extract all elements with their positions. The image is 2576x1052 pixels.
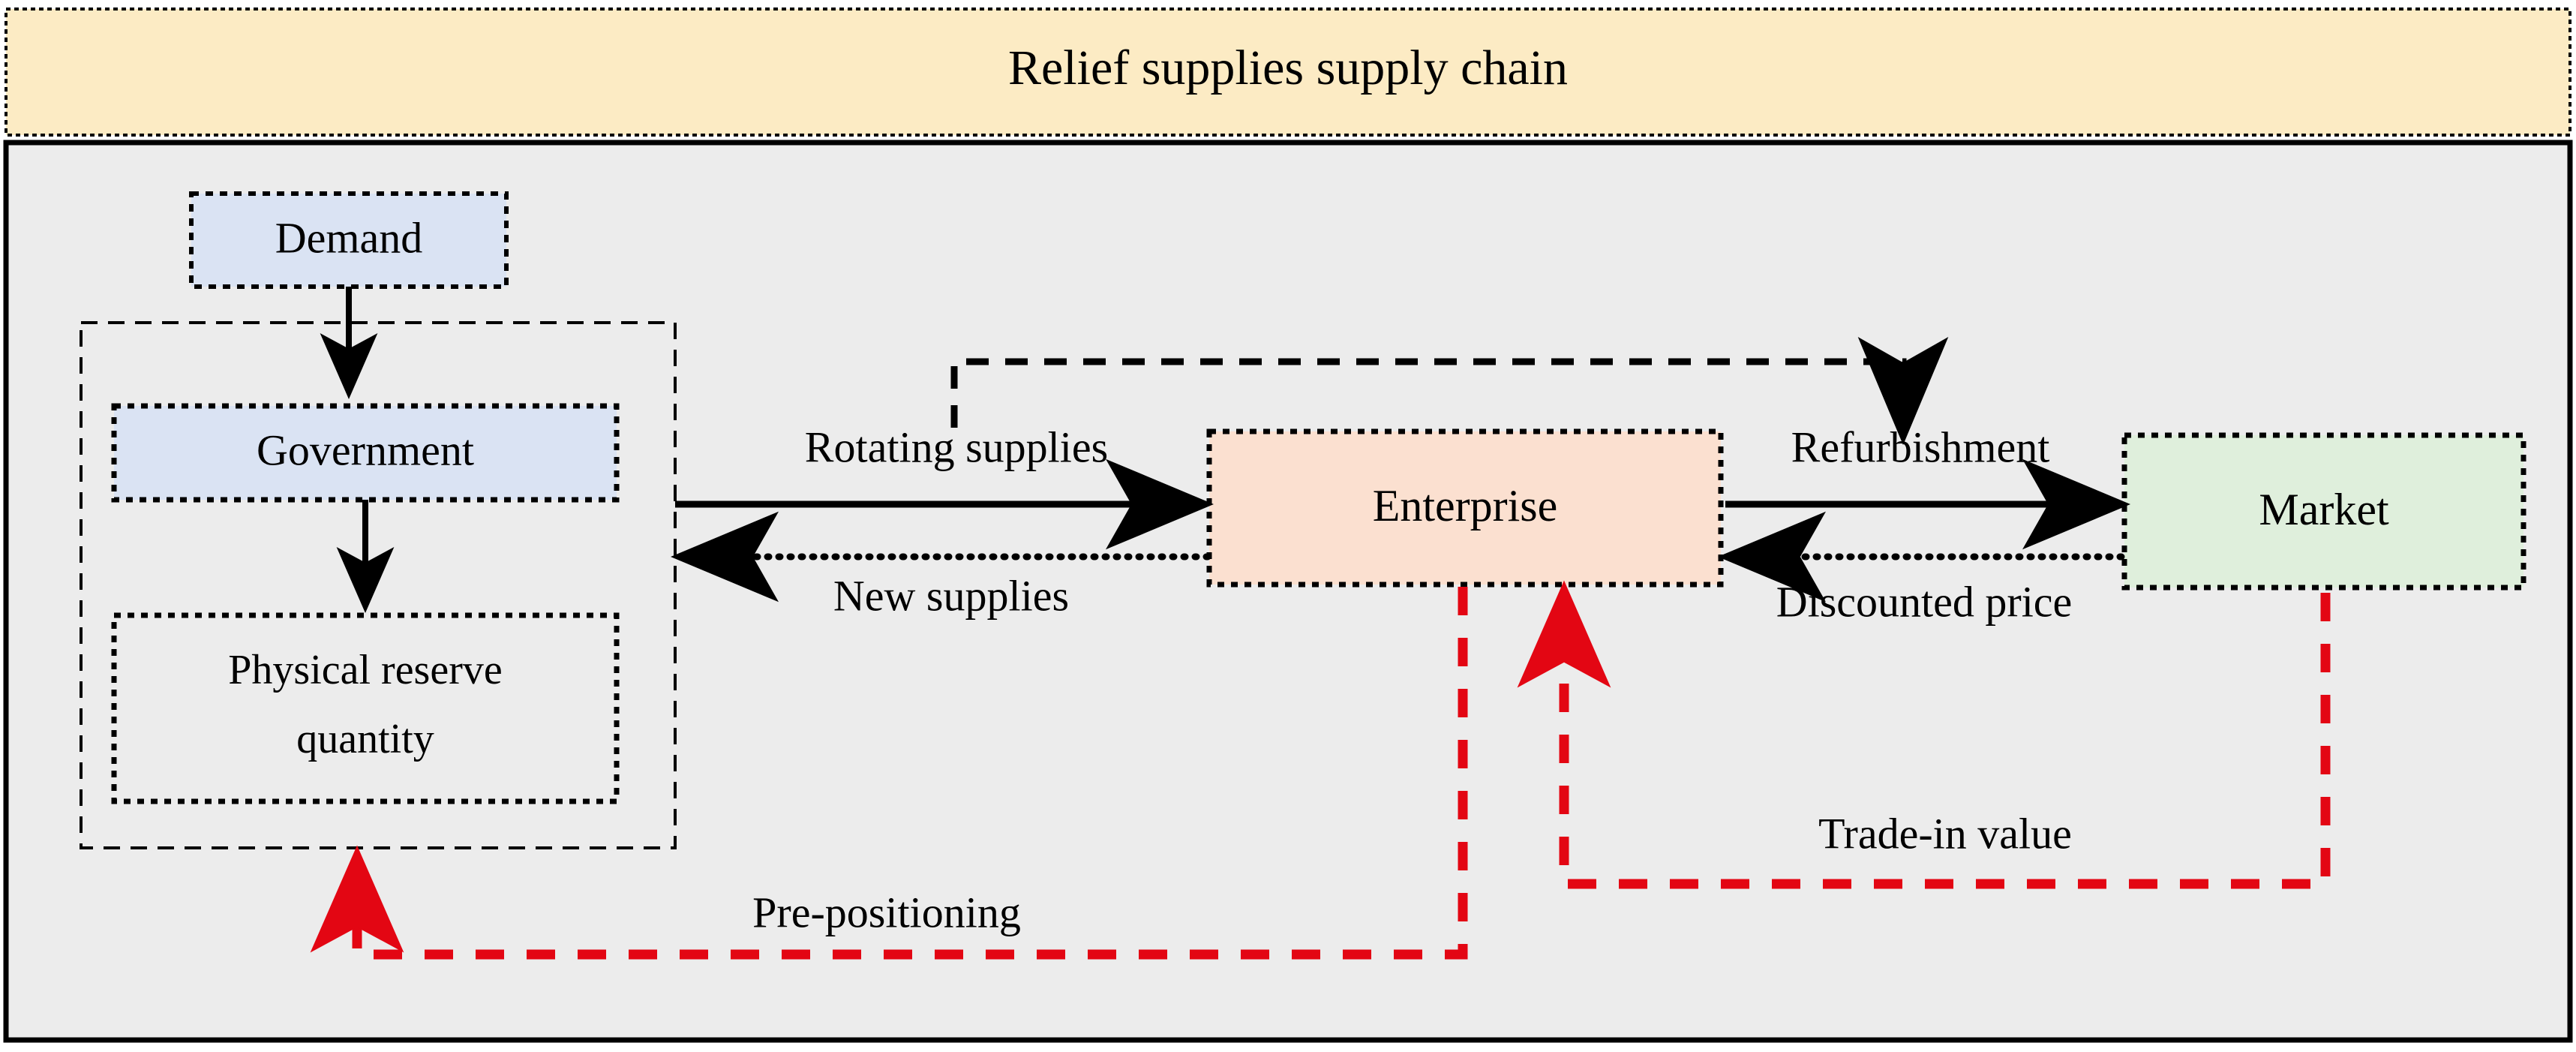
reserve-label-line2: quantity: [296, 716, 434, 762]
body-panel: [3, 140, 2573, 1043]
government-label: Government: [257, 425, 474, 474]
header-band: [5, 8, 2571, 137]
node-government[interactable]: Government: [111, 403, 620, 503]
edge-refurbishment: Refurbishment: [1725, 422, 2130, 550]
rotating-supplies-label: Rotating supplies: [805, 422, 1108, 471]
node-enterprise[interactable]: Enterprise: [1206, 428, 1724, 588]
outer-frame: [3, 8, 2573, 1043]
market-label: Market: [2259, 485, 2389, 534]
government-box[interactable]: [111, 403, 620, 503]
reserve-box[interactable]: [111, 612, 620, 804]
new-supplies-label: New supplies: [833, 571, 1069, 620]
node-physical-reserve-quantity[interactable]: Physical reserve quantity: [111, 612, 620, 804]
trade-in-value-label: Trade-in value: [1818, 809, 2072, 858]
edge-trade-in-value: Trade-in value: [1517, 580, 2331, 889]
edge-discounted-price: Discounted price: [1718, 511, 2125, 626]
edge-rotating-supplies: Rotating supplies: [675, 422, 1214, 550]
demand-label: Demand: [275, 213, 423, 262]
pre-positioning-path: [310, 587, 1468, 960]
refurbishment-label: Refurbishment: [1791, 422, 2050, 471]
demand-box[interactable]: [189, 191, 509, 289]
node-demand[interactable]: Demand: [189, 191, 509, 289]
enterprise-box[interactable]: [1206, 428, 1724, 588]
market-box[interactable]: [2121, 432, 2526, 591]
node-market[interactable]: Market: [2121, 432, 2526, 591]
edge-new-supplies: New supplies: [671, 511, 1211, 620]
pre-positioning-label: Pre-positioning: [752, 888, 1021, 936]
edge-pre-positioning: Pre-positioning: [310, 587, 1468, 960]
page-title: Relief supplies supply chain: [1008, 41, 1568, 95]
trade-in-value-path: [1517, 580, 2331, 889]
discounted-price-label: Discounted price: [1776, 577, 2073, 626]
reserve-label-line1: Physical reserve: [228, 647, 502, 693]
enterprise-label: Enterprise: [1373, 481, 1558, 531]
